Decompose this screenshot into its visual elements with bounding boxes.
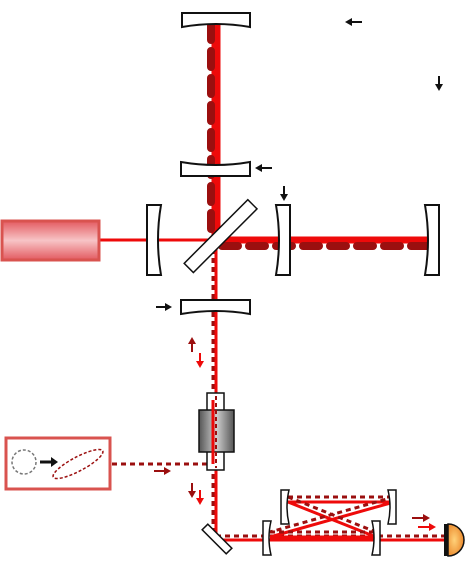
direction-arrow-icon <box>196 490 204 505</box>
direction-arrow-icon <box>156 303 172 311</box>
direction-arrow-icon <box>188 337 196 352</box>
photodetector-icon <box>444 523 465 557</box>
direction-arrows <box>154 18 443 531</box>
direction-arrow-icon <box>435 76 443 91</box>
cavity-mirror-bottom-left <box>262 520 272 556</box>
bowtie-filter-cavity-icon <box>262 489 397 556</box>
vacuum-state-icon <box>11 449 37 475</box>
direction-arrow-icon <box>196 353 204 368</box>
cavity-mirror-top-left <box>280 489 290 525</box>
direction-arrow-icon <box>280 186 288 201</box>
squeezed-state-icon <box>52 448 104 480</box>
direction-arrow-icon <box>345 18 362 26</box>
horizontal-arm-input-mirror <box>274 204 291 276</box>
squeezed-beams <box>112 20 448 538</box>
beam-splitter-icon <box>183 198 259 274</box>
squeezed-light-source-icon <box>4 436 112 491</box>
horizontal-arm-end-mirror <box>423 204 440 276</box>
steering-mirror-icon <box>201 523 233 555</box>
direction-arrow-icon <box>418 523 436 531</box>
cavity-mirror-top-right <box>387 489 397 525</box>
laser-source-icon <box>0 219 101 262</box>
direction-arrow-icon <box>255 164 272 172</box>
laser-beams <box>100 24 448 542</box>
direction-arrow-icon <box>154 467 171 475</box>
michelson-mirror-icon <box>181 12 251 29</box>
vertical-arm-input-mirror <box>180 160 251 177</box>
signal-recycling-mirror <box>180 299 251 316</box>
faraday-isolator-icon <box>198 392 235 471</box>
cavity-mirror-bottom-right <box>371 520 381 556</box>
direction-arrow-icon <box>188 483 196 498</box>
direction-arrow-icon <box>412 514 430 522</box>
power-recycling-mirror <box>146 204 163 276</box>
